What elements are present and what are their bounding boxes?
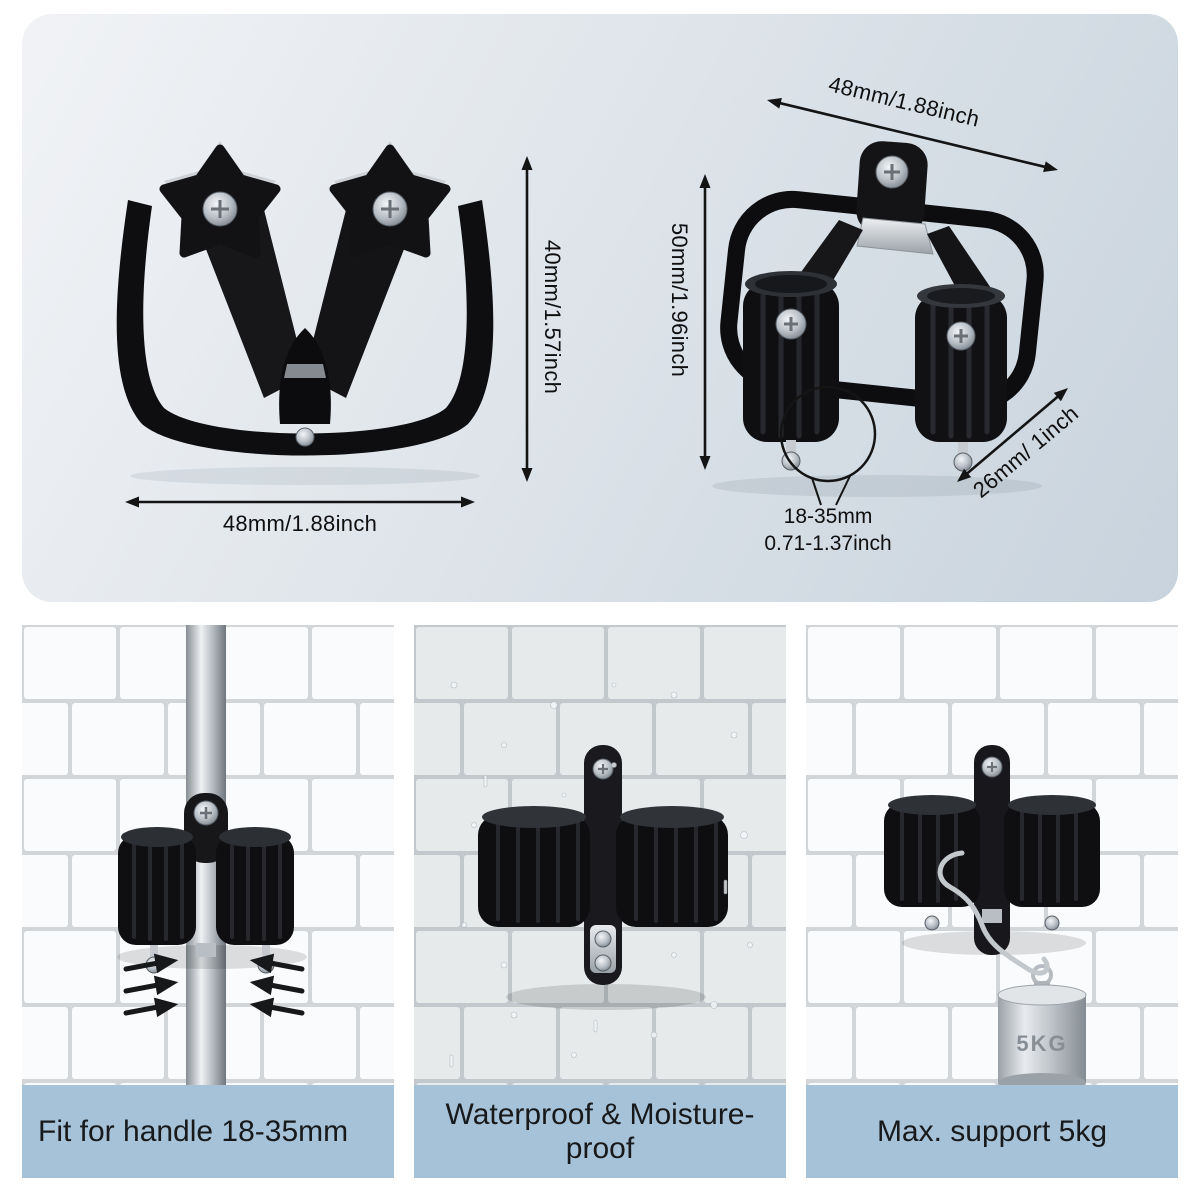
screw-icon bbox=[594, 954, 612, 972]
holder-band bbox=[116, 200, 494, 456]
feature-waterproof-panel: Waterproof & Moisture-proof bbox=[414, 625, 786, 1178]
shadow bbox=[506, 984, 706, 1010]
left-roller bbox=[118, 827, 196, 945]
feature-caption: Max. support 5kg bbox=[806, 1085, 1178, 1178]
screw-tip-icon bbox=[953, 452, 973, 472]
screw-icon bbox=[946, 321, 976, 351]
screw-stem bbox=[150, 945, 158, 957]
left-roller bbox=[743, 271, 839, 471]
right-roller bbox=[216, 827, 294, 945]
weight-label: 5KG bbox=[1016, 1031, 1067, 1056]
mount-tab bbox=[856, 141, 934, 255]
left-knob bbox=[164, 141, 276, 253]
metal-clip bbox=[856, 217, 934, 255]
mount-plate bbox=[584, 745, 622, 985]
screw-icon bbox=[592, 758, 614, 780]
screw-icon bbox=[193, 800, 219, 826]
band-clip bbox=[196, 943, 216, 957]
feature-caption: Waterproof & Moisture-proof bbox=[414, 1085, 786, 1178]
grip-range-label: 18-35mm 0.71-1.37inch bbox=[764, 503, 891, 557]
screw-icon bbox=[875, 155, 909, 189]
wall-mounted-holder bbox=[884, 745, 1100, 955]
screw-stem bbox=[958, 442, 968, 454]
grip-range-inch: 0.71-1.37inch bbox=[764, 532, 892, 555]
left-roller bbox=[884, 795, 980, 907]
feature-support-panel: 5KG Max. support 5kg bbox=[806, 625, 1178, 1178]
screw-icon bbox=[775, 308, 807, 340]
tongue-highlight bbox=[284, 364, 326, 378]
weight-top bbox=[997, 984, 1087, 1006]
wall-mounted-holder bbox=[478, 745, 728, 1010]
band-clip bbox=[982, 909, 1002, 923]
feature-fit-panel: Fit for handle 18-35mm bbox=[22, 625, 394, 1178]
front-height-label: 40mm/1.57inch bbox=[540, 239, 565, 395]
right-knob bbox=[334, 141, 446, 253]
screw-icon bbox=[202, 191, 238, 227]
right-roller bbox=[616, 806, 728, 927]
shadow bbox=[130, 467, 480, 485]
weight-5kg: 5KG bbox=[997, 981, 1087, 1093]
front-width-label: 48mm/1.88inch bbox=[222, 511, 378, 536]
screw-tip-icon bbox=[781, 451, 801, 471]
screw-tip-icon bbox=[924, 915, 940, 931]
screw-icon bbox=[981, 756, 1003, 778]
screw-icon bbox=[372, 191, 408, 227]
screw-stem bbox=[262, 945, 270, 957]
holder-on-pole bbox=[117, 793, 307, 974]
persp-height-label: 50mm/1.96inch bbox=[667, 222, 692, 378]
screw-icon bbox=[594, 930, 612, 948]
screw-tip-icon bbox=[1044, 915, 1060, 931]
grip-arrows-icon bbox=[123, 953, 305, 1018]
right-roller bbox=[915, 284, 1007, 472]
water-droplets bbox=[449, 681, 753, 1068]
right-roller bbox=[1004, 795, 1100, 907]
holder-front-view bbox=[116, 141, 494, 485]
left-roller bbox=[478, 806, 590, 927]
dimensions-panel: 48mm/1.88inch 40mm/1.57inch 48mm/1.88inc… bbox=[22, 14, 1178, 602]
grip-range-mm: 18-35mm bbox=[783, 505, 873, 528]
s-hook bbox=[937, 850, 1050, 976]
bottom-screw-icon bbox=[295, 427, 315, 447]
feature-caption: Fit for handle 18-35mm bbox=[22, 1085, 394, 1178]
weight-body bbox=[998, 995, 1086, 1083]
mount-plate bbox=[974, 745, 1010, 955]
persp-width-label: 48mm/1.88inch bbox=[826, 71, 983, 132]
